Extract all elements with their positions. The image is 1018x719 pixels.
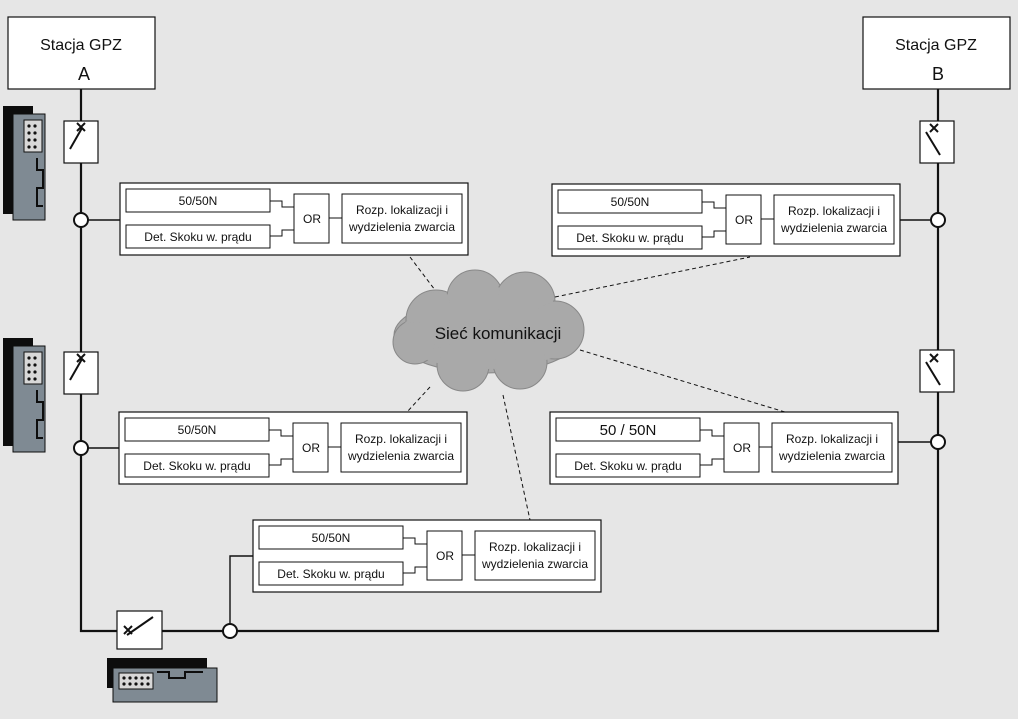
communication-network-cloud: Sieć komunikacji	[392, 269, 585, 392]
station-b-title: Stacja GPZ	[895, 37, 977, 54]
module-output-line1: Rozp. lokalizacji i	[786, 432, 878, 446]
device-a-mid	[2, 337, 46, 453]
switch-a-top	[63, 120, 99, 164]
module-output-line1: Rozp. lokalizacji i	[355, 432, 447, 446]
station-a: Stacja GPZ A	[7, 16, 156, 90]
module-input-current-jump: Det. Skoku w. prądu	[574, 459, 681, 473]
station-b-letter: B	[932, 64, 944, 84]
module-output-line2: wydzielenia zwarcia	[347, 449, 454, 463]
protection-module-5: 50/50N Det. Skoku w. prądu OR Rozp. loka…	[252, 519, 602, 593]
module-output-line2: wydzielenia zwarcia	[348, 220, 455, 234]
communication-links	[406, 256, 786, 521]
module-or-gate: OR	[733, 441, 751, 455]
module-input-current-jump: Det. Skoku w. prądu	[143, 459, 250, 473]
station-b: Stacja GPZ B	[862, 16, 1011, 90]
module-output-line1: Rozp. lokalizacji i	[489, 540, 581, 554]
switch-bottom	[116, 610, 163, 650]
module-output-line1: Rozp. lokalizacji i	[356, 203, 448, 217]
device-bottom	[106, 657, 218, 703]
module-output-line1: Rozp. lokalizacji i	[788, 204, 880, 218]
device-a-top	[2, 105, 46, 221]
module-output-line2: wydzielenia zwarcia	[780, 221, 887, 235]
module-input-overcurrent: 50/50N	[178, 423, 217, 437]
protection-module-2: 50/50N Det. Skoku w. prądu OR Rozp. loka…	[551, 183, 901, 257]
switch-b-mid	[919, 349, 955, 393]
protection-module-1: 50/50N Det. Skoku w. prądu OR Rozp. loka…	[119, 182, 469, 256]
sensor-circles	[73, 212, 946, 639]
module-input-overcurrent: 50/50N	[611, 195, 650, 209]
sensor-links	[88, 219, 931, 624]
module-or-gate: OR	[303, 212, 321, 226]
station-a-letter: A	[78, 64, 90, 84]
switch-b-top	[919, 120, 955, 164]
cloud-label: Sieć komunikacji	[435, 324, 562, 343]
module-input-overcurrent: 50/50N	[312, 531, 351, 545]
station-a-title: Stacja GPZ	[40, 37, 122, 54]
module-output-line2: wydzielenia zwarcia	[481, 557, 588, 571]
module-input-current-jump: Det. Skoku w. prądu	[277, 567, 384, 581]
module-input-overcurrent: 50 / 50N	[600, 422, 657, 439]
protection-module-3: 50/50N Det. Skoku w. prądu OR Rozp. loka…	[118, 411, 468, 485]
module-or-gate: OR	[436, 549, 454, 563]
protection-module-4: 50 / 50N Det. Skoku w. prądu OR Rozp. lo…	[549, 411, 899, 485]
switch-a-mid	[63, 351, 99, 395]
module-output-line2: wydzielenia zwarcia	[778, 449, 885, 463]
module-or-gate: OR	[302, 441, 320, 455]
module-input-current-jump: Det. Skoku w. prądu	[144, 230, 251, 244]
module-or-gate: OR	[735, 213, 753, 227]
module-input-current-jump: Det. Skoku w. prądu	[576, 231, 683, 245]
module-input-overcurrent: 50/50N	[179, 194, 218, 208]
